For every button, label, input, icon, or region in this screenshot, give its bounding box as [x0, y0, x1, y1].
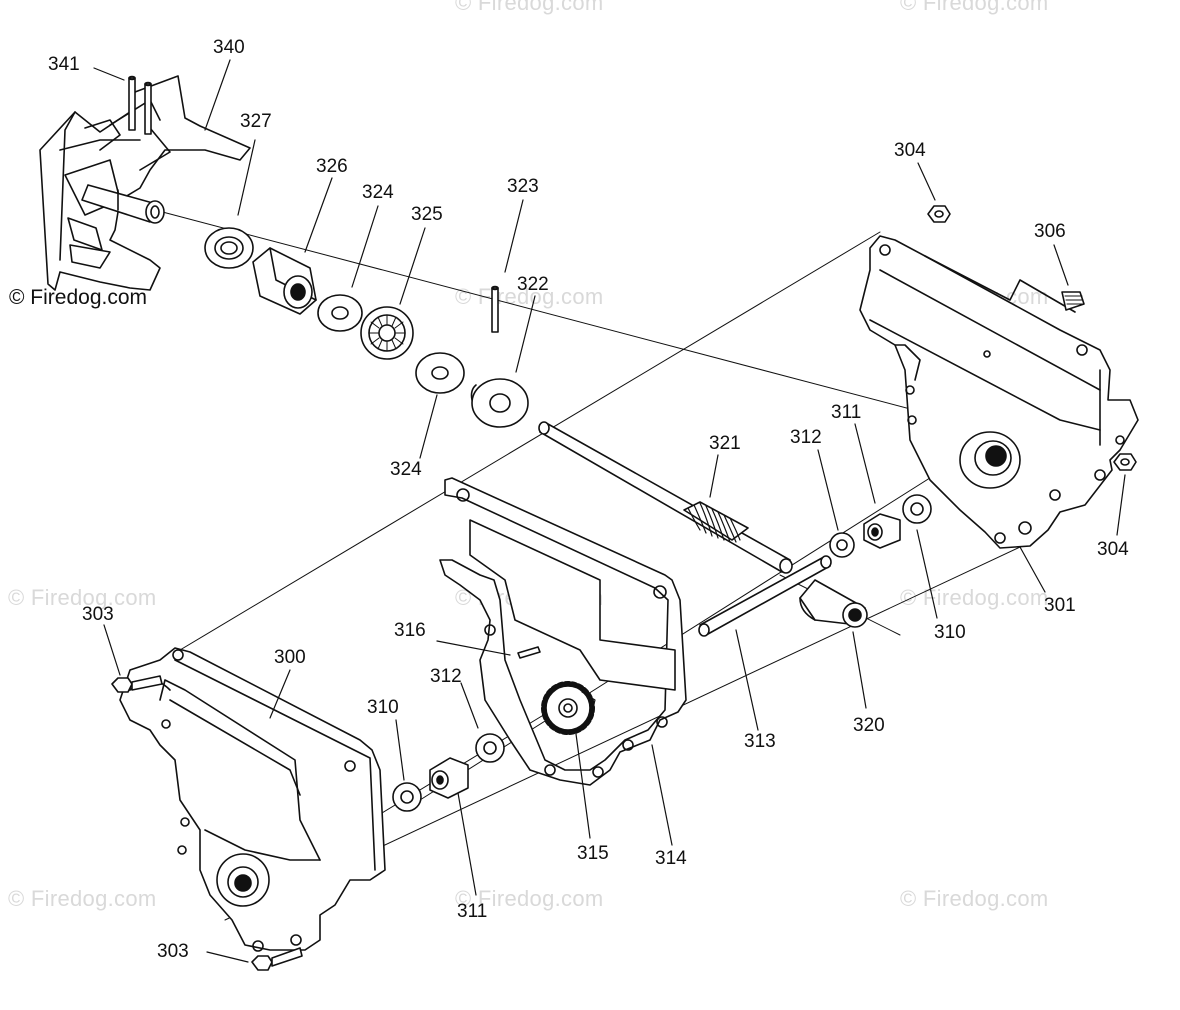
callout-311-right: 311: [831, 402, 862, 423]
pin-323: [491, 285, 499, 333]
washer-310: [902, 494, 932, 524]
washer-324: [317, 294, 363, 332]
bolt-303-bottom: [251, 947, 303, 971]
callout-304-side: 304: [1097, 539, 1129, 560]
hex-bearing-326: [252, 247, 317, 315]
callout-311-left: 311: [457, 901, 488, 922]
callout-303-bottom: 303: [157, 941, 189, 962]
watermark: © Firedog.com: [455, 0, 604, 15]
callout-310-left: 310: [367, 697, 399, 718]
callout-320: 320: [853, 715, 885, 736]
gasket-314: [439, 477, 687, 786]
bearing-311-left: [429, 757, 469, 799]
washer-312-left: [475, 733, 505, 763]
callout-300: 300: [274, 647, 306, 668]
callout-324-lower: 324: [390, 459, 422, 480]
callout-303-top: 303: [82, 604, 114, 625]
bearing-311: [863, 513, 901, 549]
worm-shaft-321: [538, 421, 793, 574]
callout-325: 325: [411, 204, 443, 225]
bolt-303-top: [111, 675, 163, 693]
watermark: © Firedog.com: [8, 886, 157, 911]
callout-313: 313: [744, 731, 776, 752]
watermark: © Firedog.com: [900, 585, 1049, 610]
callout-312-left: 312: [430, 666, 462, 687]
leader-lines: [93, 59, 1126, 963]
washer-324-lower: [415, 352, 465, 394]
watermark: © Firedog.com: [455, 886, 604, 911]
callout-340: 340: [213, 37, 245, 58]
gear-case-301: [859, 235, 1139, 549]
callout-312-right: 312: [790, 427, 822, 448]
callout-326: 326: [316, 156, 348, 177]
callout-306: 306: [1034, 221, 1066, 242]
washer-312: [829, 532, 855, 558]
callout-327: 327: [240, 111, 272, 132]
copyright-text: © Firedog.com: [9, 286, 148, 309]
collar-322: [470, 378, 529, 428]
callout-310-right: 310: [934, 622, 966, 643]
callout-314: 314: [655, 848, 687, 869]
callout-321: 321: [709, 433, 741, 454]
shaft-313: [698, 555, 832, 637]
callout-323: 323: [507, 176, 539, 197]
gear-case-300: [119, 647, 386, 952]
nut-304-side: [1113, 453, 1137, 471]
watermark: © Firedog.com: [455, 284, 604, 309]
callout-324-upper: 324: [362, 182, 394, 203]
fitting-306: [1061, 291, 1085, 311]
watermark: © Firedog.com: [8, 585, 157, 610]
key-316: [517, 646, 541, 659]
thrust-bearing-325: [360, 306, 414, 360]
callout-304-top: 304: [894, 140, 926, 161]
bushing-320: [799, 579, 868, 628]
callout-315: 315: [577, 843, 609, 864]
washer-310-left: [392, 782, 422, 812]
callout-322: 322: [517, 274, 549, 295]
nut-304-top: [927, 205, 951, 223]
washer-327: [204, 227, 254, 269]
callout-301: 301: [1044, 595, 1076, 616]
callout-341: 341: [48, 54, 80, 75]
watermark: © Firedog.com: [900, 886, 1049, 911]
pins-341: [128, 75, 152, 135]
callout-316: 316: [394, 620, 426, 641]
gear-315: [541, 681, 596, 735]
watermark: © Firedog.com: [900, 0, 1049, 15]
